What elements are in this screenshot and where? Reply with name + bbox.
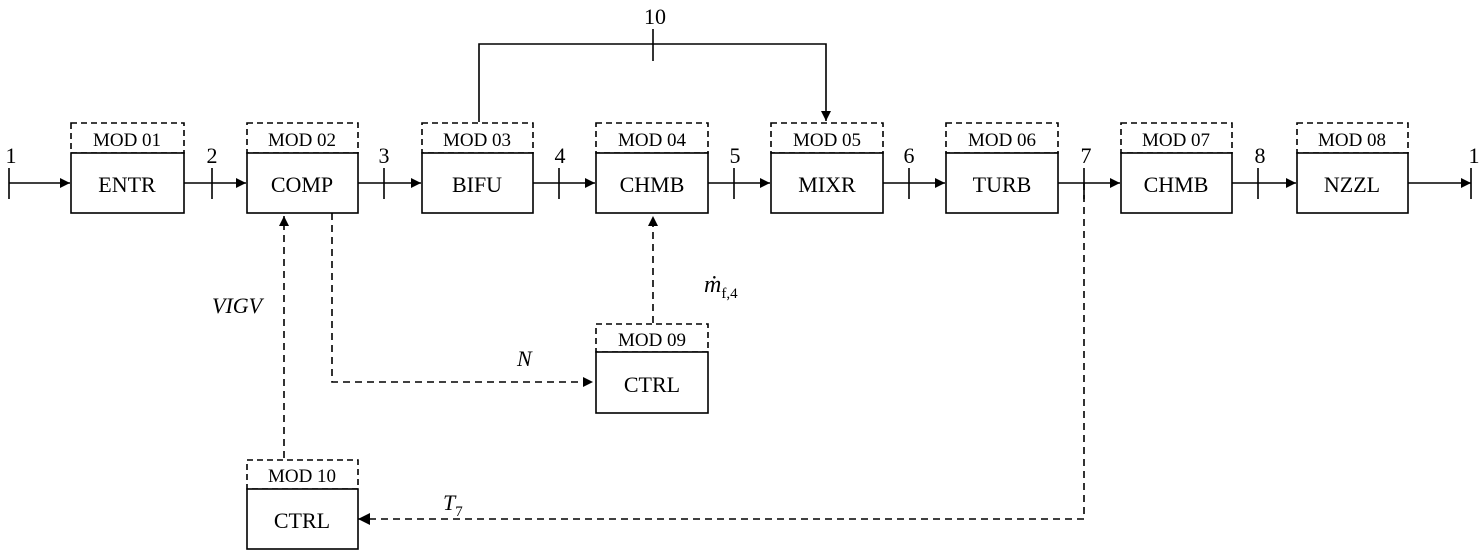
module-tag: MOD 04: [618, 130, 687, 151]
module-box: [595, 152, 709, 214]
module-tag: MOD 03: [443, 130, 511, 151]
module-mod10: MOD 10 CTRL: [246, 459, 359, 550]
module-mod04: MOD 04 CHMB: [595, 122, 709, 214]
module-tag: MOD 10: [268, 466, 336, 487]
station-label-6: 6: [904, 143, 915, 168]
module-mod07: MOD 07 CHMB: [1120, 122, 1233, 214]
module-mod06: MOD 06 TURB: [945, 122, 1059, 214]
module-box: [246, 488, 359, 550]
module-tag-box: [945, 122, 1059, 154]
station-labels: 1 2 3 4 5 6 7 8 1 10: [6, 4, 1480, 168]
module-box: [70, 152, 185, 214]
station-ticks: [8, 29, 1472, 199]
module-box: [595, 351, 709, 414]
module-mod02: MOD 02 COMP: [246, 122, 359, 214]
module-tag-box: [595, 323, 709, 353]
module-label: COMP: [271, 172, 333, 197]
station-label-10: 10: [644, 4, 666, 29]
module-label: CHMB: [620, 172, 685, 197]
module-label: CHMB: [1144, 172, 1209, 197]
module-label: BIFU: [452, 172, 502, 197]
module-label: NZZL: [1324, 172, 1380, 197]
module-mod05: MOD 05 MIXR: [770, 122, 884, 214]
fuel-flow-symbol: ṁ: [704, 272, 721, 298]
module-label: MIXR: [798, 172, 856, 197]
module-label: TURB: [973, 172, 1032, 197]
module-tag: MOD 06: [968, 130, 1036, 151]
module-mod03: MOD 03 BIFU: [421, 122, 534, 214]
module-tag-box: [1120, 122, 1233, 154]
temperature-label: T7: [443, 490, 463, 520]
temperature-signal-line: [358, 183, 1085, 525]
station-label-7: 7: [1081, 143, 1092, 168]
module-tag: MOD 02: [268, 130, 336, 151]
module-box: [246, 152, 359, 214]
module-box: [945, 152, 1059, 214]
module-label: CTRL: [624, 372, 680, 397]
module-tag-box: [70, 122, 185, 154]
module-tag-box: [1296, 122, 1409, 154]
module-box: [770, 152, 884, 214]
module-tag: MOD 01: [93, 130, 161, 151]
module-tag-box: [595, 122, 709, 154]
module-tag: MOD 07: [1142, 130, 1210, 151]
station-label-4: 4: [555, 143, 566, 168]
module-tag: MOD 08: [1318, 130, 1386, 151]
module-tag-box: [246, 122, 359, 154]
module-label: ENTR: [98, 172, 156, 197]
temperature-symbol: T: [443, 490, 457, 515]
fuel-flow-subscript: f,4: [721, 286, 738, 302]
module-tag-box: [770, 122, 884, 154]
module-mod01: MOD 01 ENTR: [70, 122, 185, 214]
module-tag: MOD 09: [618, 330, 686, 351]
station-label-2: 2: [207, 143, 218, 168]
vigv-label: VIGV: [212, 293, 265, 318]
module-tag-box: [246, 459, 359, 490]
module-label: CTRL: [274, 508, 330, 533]
module-mod08: MOD 08 NZZL: [1296, 122, 1409, 214]
speed-signal-line: [331, 213, 593, 387]
module-tag: MOD 05: [793, 130, 861, 151]
module-box: [1296, 152, 1409, 214]
control-lines: [279, 183, 1085, 525]
station-label-3: 3: [379, 143, 390, 168]
station-label-5: 5: [730, 143, 741, 168]
module-box: [421, 152, 534, 214]
station-label-8: 8: [1255, 143, 1266, 168]
station-label-1: 1: [6, 143, 17, 168]
module-box: [1120, 152, 1233, 214]
temperature-subscript: 7: [455, 504, 463, 520]
fuel-flow-label: ṁf,4: [704, 272, 738, 302]
station-label-exit: 1: [1469, 143, 1480, 168]
module-tag-box: [421, 122, 534, 154]
module-mod09: MOD 09 CTRL: [595, 323, 709, 414]
speed-label: N: [516, 346, 533, 371]
